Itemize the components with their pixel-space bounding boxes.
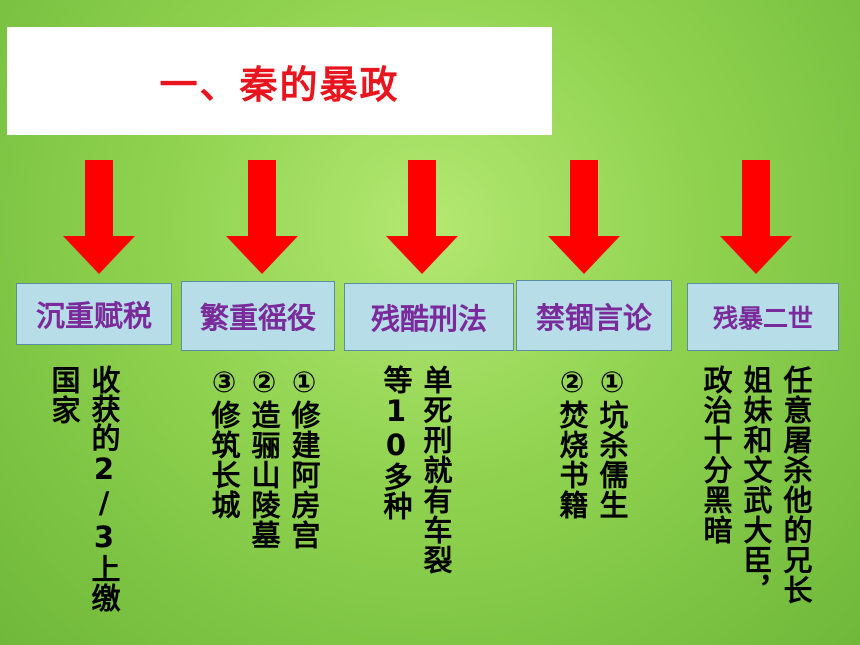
detail-line: 收获的2/3上缴 — [87, 365, 121, 612]
detail-cruel-second-emperor: 任意屠杀他的兄长 姐妹和文武大臣， 政治十分黑暗 — [692, 365, 813, 645]
detail-line: ①修建阿房宫 — [287, 365, 321, 550]
detail-line: ②造骊山陵墓 — [247, 365, 281, 550]
detail-speech-suppression: ①坑杀儒生 ②焚烧书籍 — [548, 365, 629, 645]
title-box: 一、秦的暴政 — [7, 27, 552, 135]
down-arrow-icon — [63, 160, 135, 274]
label-cruel-second-emperor: 残暴二世 — [687, 283, 839, 351]
detail-line: 单死刑就有车裂 — [419, 365, 453, 575]
down-arrow-icon — [720, 160, 792, 274]
detail-line: 政治十分黑暗 — [699, 365, 733, 545]
down-arrow-icon — [226, 160, 298, 274]
detail-line: 等10多种 — [379, 365, 413, 520]
label-harsh-laws: 残酷刑法 — [344, 283, 514, 351]
page-title: 一、秦的暴政 — [159, 62, 400, 107]
detail-line: 任意屠杀他的兄长 — [779, 365, 813, 605]
detail-heavy-taxes: 收获的2/3上缴 国家 — [40, 365, 121, 645]
detail-harsh-laws: 单死刑就有车裂 等10多种 — [372, 365, 453, 645]
detail-heavy-corvee: ①修建阿房宫 ②造骊山陵墓 ③修筑长城 — [200, 365, 321, 645]
detail-line: ①坑杀儒生 — [595, 365, 629, 520]
detail-line: 姐妹和文武大臣， — [739, 365, 773, 605]
down-arrow-icon — [386, 160, 458, 274]
detail-line: ②焚烧书籍 — [555, 365, 589, 520]
label-heavy-corvee: 繁重徭役 — [181, 281, 335, 351]
detail-line: ③修筑长城 — [207, 365, 241, 520]
label-speech-suppression: 禁锢言论 — [516, 280, 672, 351]
label-heavy-taxes: 沉重赋税 — [16, 283, 172, 345]
detail-line: 国家 — [47, 365, 81, 425]
down-arrow-icon — [548, 160, 620, 274]
